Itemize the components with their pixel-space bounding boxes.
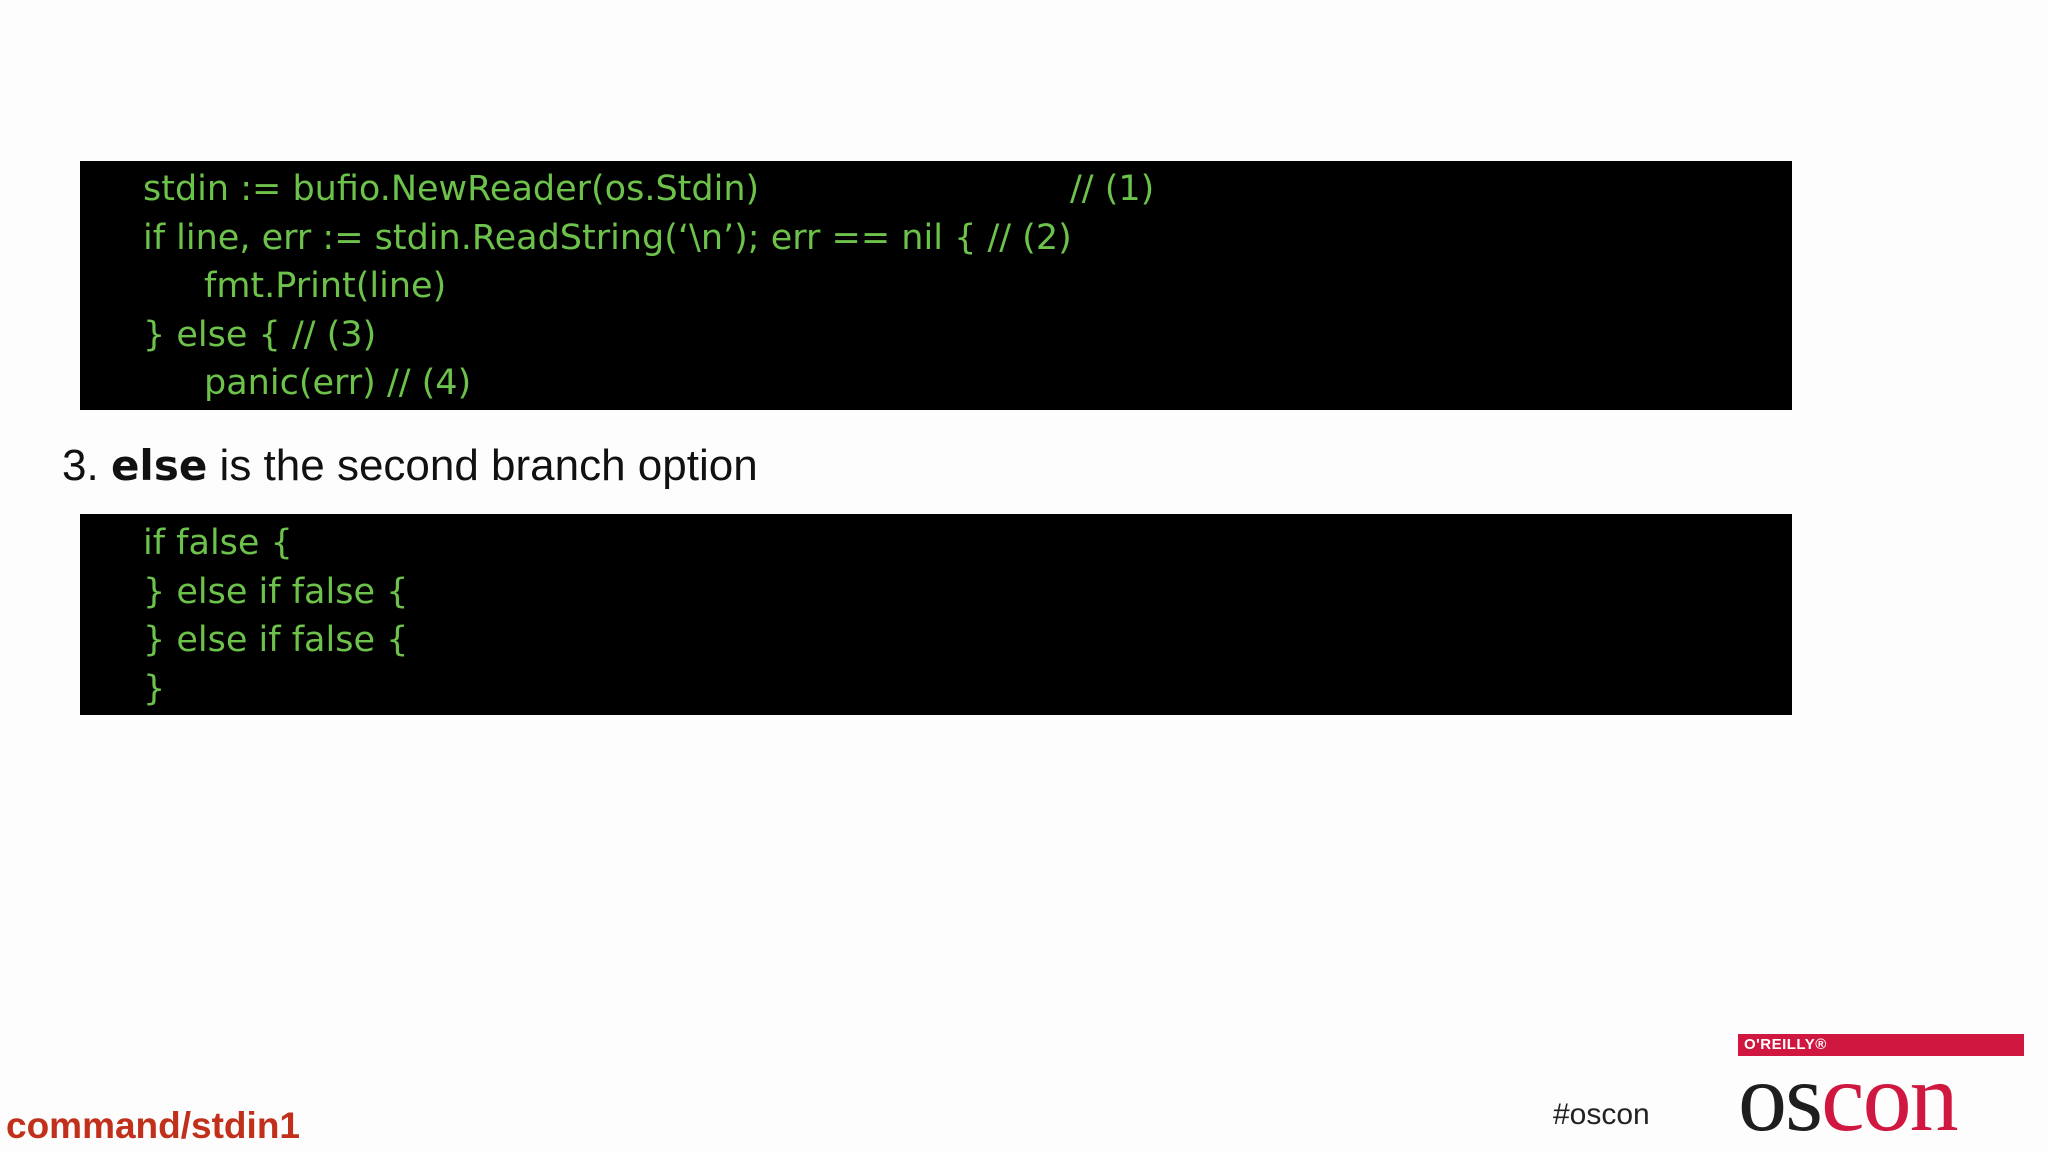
source-label: command/stdin1: [6, 1105, 300, 1146]
bullet-keyword: else: [110, 441, 208, 490]
code-line: if false {: [143, 523, 293, 563]
oscon-wordmark: oscon: [1738, 1049, 2024, 1147]
conference-hashtag: #oscon: [1553, 1098, 1650, 1131]
oscon-logo: O'REILLY® oscon: [1738, 1034, 2024, 1147]
code-line: panic(err) // (4): [204, 363, 472, 403]
code-line: } else if false {: [143, 620, 409, 660]
code-line: } else if false {: [143, 571, 409, 612]
wordmark-os: os: [1738, 1044, 1823, 1152]
code-line: if line, err := stdin.ReadString(‘\n’); …: [143, 217, 1072, 258]
code-text: stdin := bufio.NewReader(os.Stdin): [143, 169, 760, 209]
code-block-stdin: stdin := bufio.NewReader(os.Stdin) // (1)…: [80, 161, 1792, 410]
code-line: }: [143, 668, 166, 709]
oreilly-bar: O'REILLY®: [1738, 1034, 2024, 1056]
bullet-point: 3. else is the second branch option: [62, 441, 758, 491]
wordmark-con: con: [1821, 1044, 1958, 1152]
code-line: } else { // (3): [143, 314, 377, 355]
code-line: stdin := bufio.NewReader(os.Stdin) // (1): [143, 165, 1792, 214]
bullet-text: is the second branch option: [219, 441, 758, 490]
code-block-else-chain: if false { } else if false { } else if f…: [80, 514, 1792, 715]
bullet-number: 3.: [62, 441, 99, 490]
code-line: fmt.Print(line): [204, 266, 447, 306]
code-comment: // (1): [1070, 169, 1155, 209]
